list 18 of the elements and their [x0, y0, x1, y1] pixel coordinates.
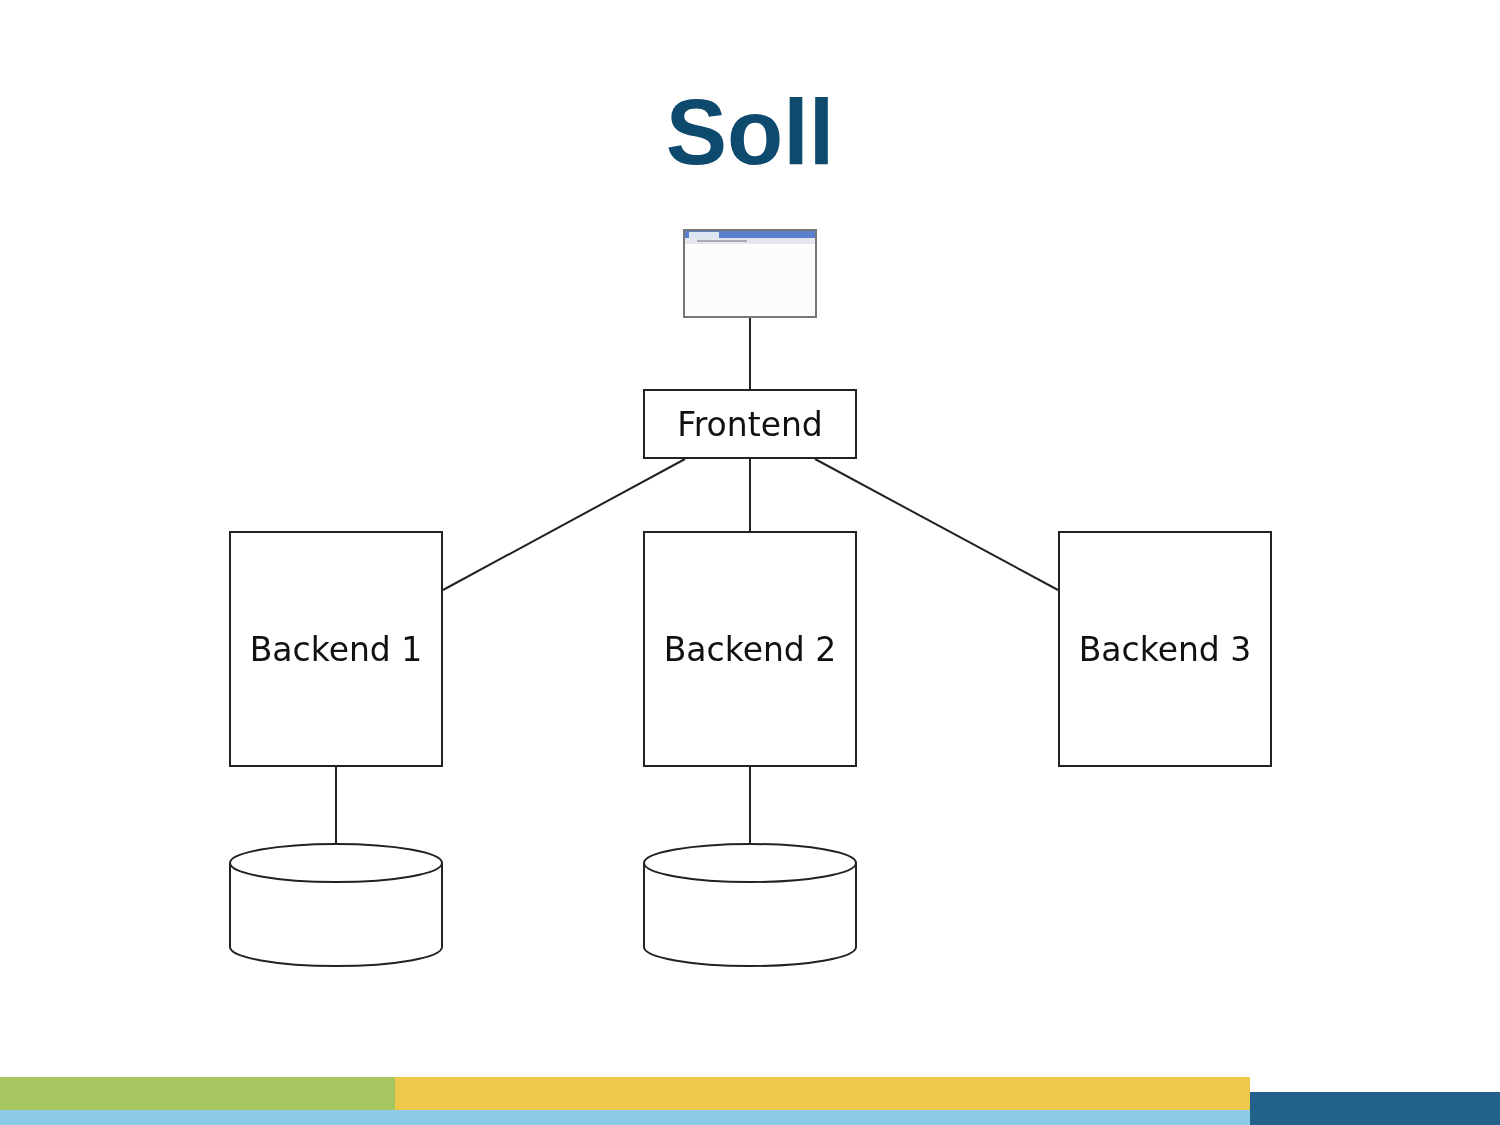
connector-line: [749, 317, 751, 390]
process-box: [1058, 531, 1272, 767]
connector-line: [749, 458, 751, 532]
process-box: [643, 389, 857, 459]
connector-line: [335, 766, 337, 844]
box-label: Frontend: [677, 404, 823, 444]
database-cylinder: [229, 843, 443, 967]
box-label: Backend 3: [1078, 629, 1252, 669]
box-label: Backend 1: [249, 629, 423, 669]
database-cylinder: [643, 843, 857, 967]
picture: [683, 229, 817, 318]
process-box: [643, 531, 857, 767]
box-label: Backend 2: [663, 629, 837, 669]
slide-title: Soll: [664, 80, 836, 185]
process-box: [229, 531, 443, 767]
connector-line: [442, 458, 686, 591]
connector-line: [749, 766, 751, 844]
connector-line: [814, 458, 1059, 591]
